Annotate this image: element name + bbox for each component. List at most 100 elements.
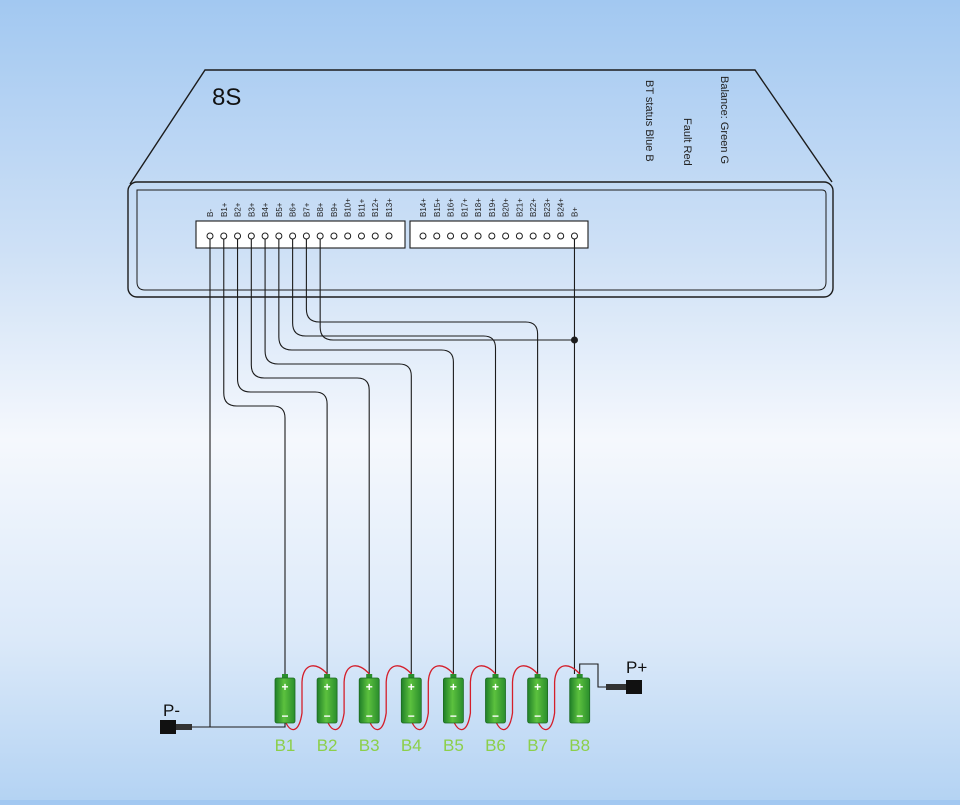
cell-cap [576, 674, 583, 679]
cell-body [442, 677, 464, 724]
pin-hole-right-0 [419, 232, 427, 240]
bms-front-inner [136, 189, 827, 291]
pin-label-right-4: B18+ [474, 198, 483, 217]
pin-hole-left-0 [206, 232, 214, 240]
battery-cell-4: +−B4 [400, 674, 422, 755]
p-plus-lead [606, 684, 626, 690]
cell-minus-sign: − [450, 709, 457, 723]
battery-cell-7: +−B7 [527, 674, 548, 755]
cell-label-4: B4 [401, 736, 422, 755]
cell-minus-sign: − [281, 709, 288, 723]
pin-label-right-2: B16+ [447, 198, 456, 217]
pin-hole-left-9 [330, 232, 338, 240]
pin-hole-right-5 [488, 232, 496, 240]
cell-body [358, 677, 380, 724]
wire-b8-plus [319, 239, 575, 341]
pin-hole-left-3 [247, 232, 255, 240]
series-link-7 [538, 665, 581, 731]
bms-top-face [129, 69, 833, 185]
pin-label-right-6: B20+ [502, 198, 511, 217]
pin-label-left-2: B2+ [234, 202, 243, 217]
cell-body [569, 677, 591, 724]
cell-cap [324, 674, 331, 679]
pin-label-right-11: B+ [570, 207, 579, 217]
cell-minus-sign: − [408, 709, 415, 723]
pin-label-left-13: B13+ [385, 198, 394, 217]
pin-label-left-4: B4+ [261, 202, 270, 217]
cell-plus-sign: + [281, 680, 288, 694]
cell-minus-sign: − [576, 709, 583, 723]
wire-p-plus [579, 663, 606, 688]
pin-hole-right-7 [515, 232, 523, 240]
cell-body [485, 677, 506, 724]
pin-label-left-5: B5+ [275, 202, 284, 217]
cell-body [274, 677, 296, 724]
pin-hole-left-13 [385, 232, 393, 240]
battery-cell-6: +−B6 [485, 674, 506, 755]
pin-label-left-11: B11+ [357, 198, 366, 217]
cell-plus-sign: + [576, 680, 583, 694]
cell-plus-sign: + [492, 680, 499, 694]
pin-hole-left-1 [220, 232, 228, 240]
pin-label-left-10: B10+ [344, 198, 353, 217]
connector-left [195, 220, 406, 249]
cell-minus-sign: − [324, 709, 331, 723]
battery-cell-1: +−B1 [274, 674, 296, 755]
pin-label-left-9: B9+ [330, 202, 339, 217]
indicator-bt-status: BT status Blue B [643, 80, 655, 162]
cell-minus-sign: − [492, 709, 499, 723]
pin-label-left-12: B12+ [371, 198, 380, 217]
pin-hole-left-7 [302, 232, 310, 240]
pin-label-left-1: B1+ [220, 202, 229, 217]
wire-b1-negative [210, 723, 286, 728]
pin-label-right-0: B14+ [419, 198, 428, 217]
cell-cap [492, 674, 499, 679]
battery-cell-8: +−B8 [569, 674, 591, 755]
p-minus-label: P- [163, 701, 180, 720]
pin-label-left-7: B7+ [302, 202, 311, 217]
series-link-4 [411, 665, 454, 731]
series-link-1 [285, 665, 328, 731]
series-link-6 [495, 665, 539, 731]
pin-hole-right-3 [460, 232, 468, 240]
series-link-2 [327, 665, 370, 731]
cell-cap [534, 674, 541, 679]
pin-label-left-0: B- [206, 209, 215, 217]
pin-hole-left-8 [316, 232, 324, 240]
indicator-labels: Balance: Green G Fault Red BT status Blu… [643, 76, 730, 166]
pin-label-right-9: B23+ [543, 198, 552, 217]
pin-hole-right-6 [502, 232, 510, 240]
p-minus-plug [160, 720, 176, 734]
wire-b1-plus [223, 239, 286, 674]
bms-title: 8S [212, 84, 241, 111]
cell-minus-sign: − [366, 709, 373, 723]
terminal-negative: P- [160, 701, 192, 734]
cell-plus-sign: + [324, 680, 331, 694]
cell-label-3: B3 [359, 736, 380, 755]
battery-cell-3: + − B3 [358, 674, 380, 755]
wire-b7-plus [305, 239, 539, 674]
pin-hole-right-4 [474, 232, 482, 240]
indicator-balance: Balance: Green G [718, 76, 730, 164]
junction-dot [570, 336, 578, 344]
connector-pins: B-B1+B2+B3+B4+B5+B6+B7+B8+B9+B10+B11+B12… [206, 198, 579, 240]
series-link-5 [453, 665, 496, 731]
series-links [285, 665, 581, 731]
cell-plus-sign: + [366, 680, 373, 694]
cell-label-7: B7 [527, 736, 548, 755]
pin-hole-left-12 [371, 232, 379, 240]
wire-b-minus [192, 239, 211, 728]
bms-front-face [127, 181, 834, 298]
pin-hole-left-4 [261, 232, 269, 240]
cell-cap [450, 674, 457, 679]
pin-label-right-7: B21+ [515, 198, 524, 217]
pin-hole-right-9 [543, 232, 551, 240]
series-link-3 [369, 665, 412, 731]
pin-label-right-8: B22+ [529, 198, 538, 217]
battery-cell-2: +−B2 [316, 674, 338, 755]
cell-body [316, 677, 338, 724]
cell-label-5: B5 [443, 736, 464, 755]
pin-hole-left-11 [357, 232, 365, 240]
